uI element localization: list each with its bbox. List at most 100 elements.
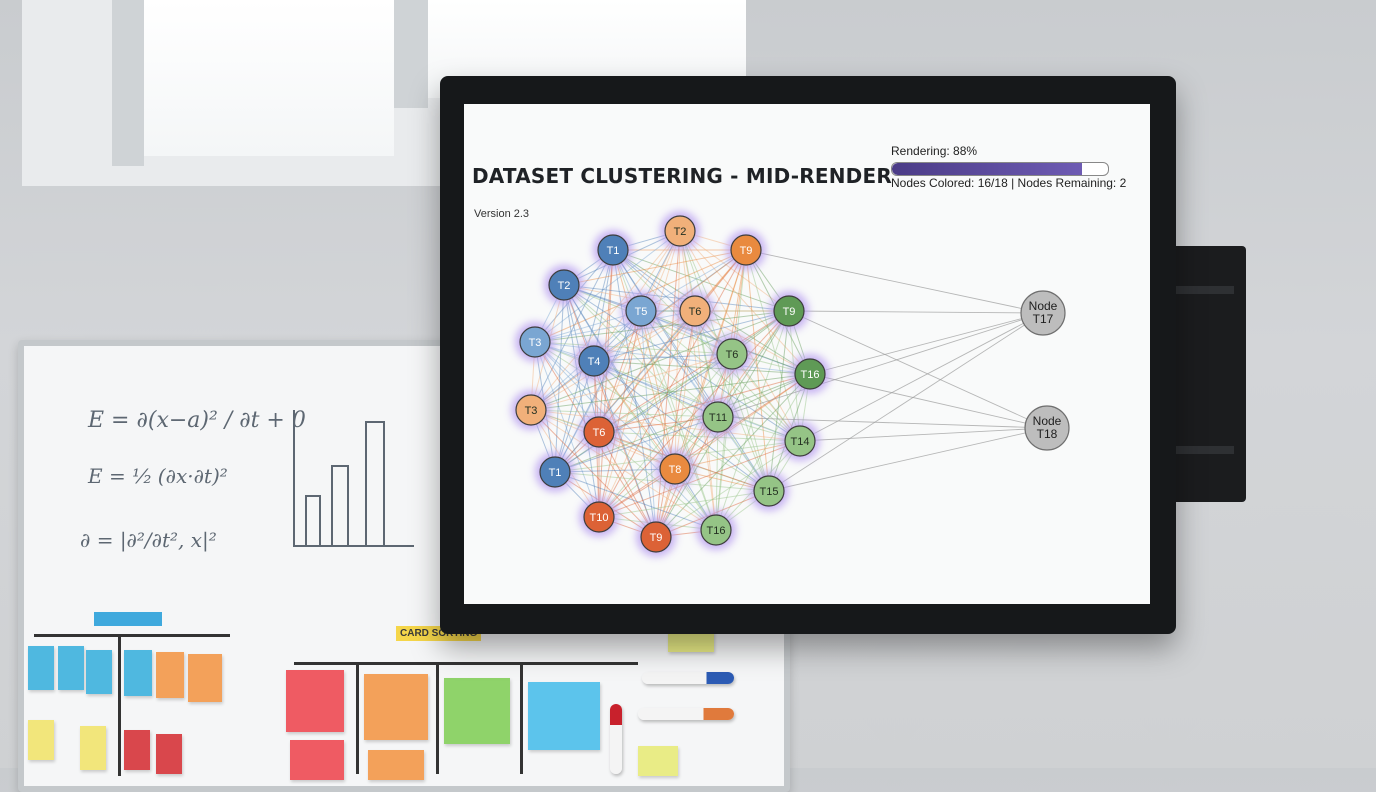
node-circle [519,326,551,358]
graph-edge [534,230,681,343]
cluster-node: T2 [660,211,700,251]
graph-edge [715,353,733,531]
pending-edge [768,427,1048,492]
graph-edge [563,284,790,312]
graph-edge [563,284,676,470]
cluster-node: T16 [696,510,736,550]
sticky-note [124,650,152,696]
node-label: T9 [650,532,663,544]
graph-edge [694,310,811,375]
graph-edge [534,310,790,343]
node-circle [640,521,672,553]
graph-edge [674,373,811,470]
graph-edge [530,409,801,442]
graph-edge [530,249,614,411]
graph-edge [655,310,696,538]
progress-bar-fill [892,163,1083,175]
graph-edge [745,249,770,492]
graph-edge [612,249,676,470]
sticky-note [58,646,84,690]
node-label: T6 [726,349,739,361]
node-circle [664,215,696,247]
node-label: T9 [740,245,753,257]
version-label: Version 2.3 [474,208,530,220]
node-label: T14 [791,436,810,448]
graph-edge [563,284,717,531]
graph-edge [530,373,811,411]
graph-edge [640,310,801,442]
pending-edge [717,416,1048,429]
graph-edge [563,284,801,442]
graph-edge [598,310,790,433]
cluster-node: T16 [790,354,830,394]
graph-edge [530,409,770,492]
cluster-node: T5 [621,291,661,331]
graph-edge [598,490,770,518]
graph-edge [593,310,790,362]
cluster-node: T1 [535,452,575,492]
cluster-node: T9 [769,291,809,331]
graph-edge [640,310,676,470]
node-label: T4 [588,356,601,368]
cluster-node: T14 [780,421,820,461]
cluster-node: T3 [515,322,555,362]
graph-edge [674,249,747,470]
sticky-note [28,720,54,760]
graph-edge [593,360,811,375]
sticky-note [80,726,106,770]
graph-edge [640,310,719,418]
sticky-note [290,740,344,780]
graph-edge [655,249,747,538]
cluster-node: T6 [579,412,619,452]
pending-edge [788,310,1048,429]
window-mullion [112,0,144,166]
node-circle [625,295,657,327]
graph-edge [530,310,790,411]
cluster-node: T6 [675,291,715,331]
graph-edge [598,431,717,531]
graph-edge [534,310,696,343]
graph-edge [715,249,747,531]
graph-edge [598,249,614,433]
pending-edge [745,249,1044,314]
cluster-node: T9 [726,230,766,270]
graph-edge [694,310,770,492]
pending-edges [717,249,1048,492]
board-rule [34,634,230,637]
whiteboard-sketch-chart [293,410,414,547]
sticky-note [368,750,424,780]
graph-edge [679,230,790,312]
node-label: T6 [593,427,606,439]
graph-edge [598,310,696,518]
pending-edge [717,312,1044,418]
progress-label: Rendering: 88% [891,144,978,158]
marker [638,708,734,720]
graph-edge [593,360,676,470]
graph-edge [534,341,733,355]
graph-edge [640,310,717,531]
node-circle [515,394,547,426]
graph-edge [612,249,657,538]
sticky-note [156,734,182,774]
sticky-note [124,730,150,770]
node-label: T1 [607,245,620,257]
graph-edge [612,249,790,312]
node-label: T10 [590,512,609,524]
graph-edge [612,249,801,442]
window-pane-left [144,0,394,156]
whiteboard-equation: E = ¹⁄₂ (∂x·∂t)² [88,464,228,488]
graph-edge [593,360,719,418]
node-label: T3 [529,337,542,349]
graph-edge [554,416,719,473]
graph-edge [655,440,801,538]
graph-edge [674,310,790,470]
cluster-node: T3 [511,390,551,430]
sticky-note [638,746,678,776]
graph-edge [554,310,696,473]
board-rule [356,664,359,774]
node-circle [583,416,615,448]
graph-edge [563,284,770,492]
